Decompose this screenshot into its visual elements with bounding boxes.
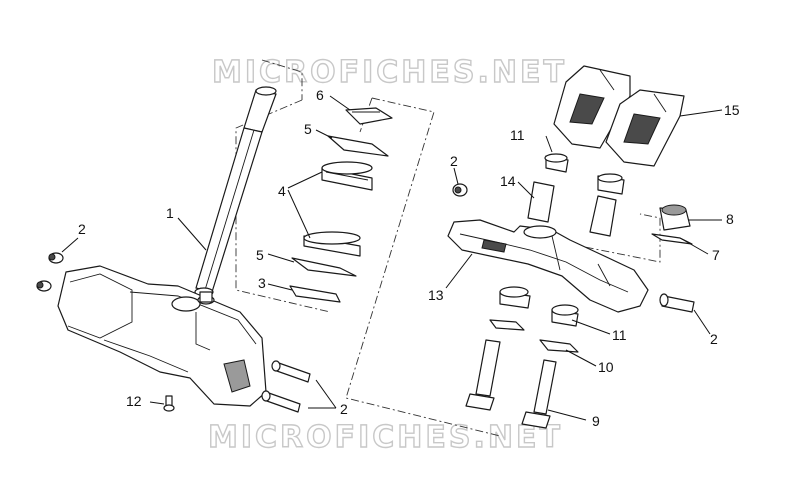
callout-11-lower: 11 [612,327,627,343]
bolt-lower-a [271,360,311,383]
riser-left [527,181,555,223]
long-bolt-right [521,359,557,429]
seal-lower [289,285,341,303]
bushing-lower-left [499,286,531,309]
washer-lower [291,257,357,277]
leader-lines [61,95,723,421]
callout-3: 3 [258,275,266,291]
callout-5-lower: 5 [256,247,264,263]
callout-15: 15 [724,102,740,118]
washer-upper [327,135,389,157]
bolt-lower-b [261,390,301,413]
plug-left-lower [36,280,52,292]
callout-8: 8 [726,211,734,227]
callout-2-left: 2 [78,221,86,237]
handlebar-clamp-right [605,89,685,167]
callout-6: 6 [316,87,324,103]
callout-11-upper: 11 [510,127,525,143]
bushing-upper-left [544,153,569,173]
callout-12: 12 [126,393,142,409]
plug-center [452,183,468,197]
callout-numbers: 1 2 2 2 2 3 4 5 5 6 7 8 9 10 11 11 12 13… [78,87,740,429]
upper-triple-clamp [447,219,649,313]
callout-10: 10 [598,359,614,375]
callout-9: 9 [592,413,600,429]
callout-2-right: 2 [710,331,718,347]
callout-14: 14 [500,173,516,189]
washer-10-right [539,339,579,353]
assembly-outline-right [569,213,661,263]
plug-left-upper [48,252,64,264]
screw-12 [163,395,175,412]
stem-nut [659,204,691,231]
bearing-upper [321,161,373,191]
callout-7: 7 [712,247,720,263]
callout-1: 1 [166,205,174,221]
bushing-lower-right [551,304,579,327]
watermark-top: MICROFICHES.NET [212,55,567,90]
steering-stem [194,86,277,297]
stem-washer [651,233,693,245]
lower-triple-clamp [57,265,267,407]
callout-13: 13 [428,287,444,303]
callout-2-bottom: 2 [340,401,348,417]
long-bolt-left [465,339,501,411]
callout-4: 4 [278,183,286,199]
bolt-right [659,293,695,313]
bearing-lower [303,231,361,257]
bushing-upper-right [597,173,625,195]
callout-2-center: 2 [450,153,458,169]
callout-5-upper: 5 [304,121,312,137]
washer-10-left [489,319,525,331]
watermark-bottom: MICROFICHES.NET [208,420,563,455]
riser-right [589,195,617,237]
dust-seal [345,107,393,125]
